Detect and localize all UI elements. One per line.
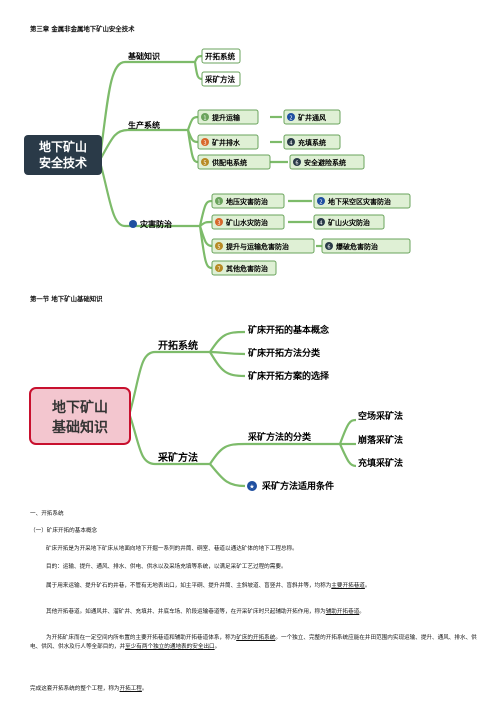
svg-text:1: 1 (217, 200, 220, 206)
paragraph-kaituo-system: 为开拓矿床而在一定空间内所布置的主要开拓巷道和辅助开拓巷道体系，称为矿床的开拓系… (30, 635, 477, 650)
svg-text:4: 4 (289, 141, 292, 147)
prod-item-2: 矿井通风 (298, 113, 326, 122)
production-items: 1 提升运输 2 矿井通风 3 矿井排水 4 充填系统 5 供配电系统 6 安全… (197, 109, 365, 170)
mindmap-safety-tech: 地下矿山 安全技术 基础知识 开拓系统 采矿方法 生产系统 1 提升运输 2 矿… (24, 48, 411, 276)
svg-text:1: 1 (203, 116, 206, 122)
svg-text:3: 3 (203, 141, 206, 147)
node-caikuang (201, 71, 241, 87)
caikuang-condition: 采矿方法适用条件 (261, 480, 334, 492)
heading-basic-concept: （一）矿床开拓的基本概念 (30, 528, 98, 534)
mindmap1-branches (98, 54, 322, 270)
chapter-title: 第三章 金属非金属地下矿山安全技术 (30, 25, 135, 33)
mindmap2-root (29, 387, 131, 445)
prod-item-4: 充填系统 (298, 138, 326, 147)
leaf-chongtian: 充填采矿法 (358, 457, 403, 469)
mindmap1-root-line1: 地下矿山 (39, 139, 87, 154)
condition-marker-icon (247, 481, 257, 491)
disaster-marker-icon (129, 220, 137, 228)
section-title: 第一节 地下矿山基础知识 (30, 295, 103, 303)
branch-basic-label: 基础知识 (127, 51, 160, 61)
prod-item-3: 矿井排水 (212, 138, 241, 147)
dis-item-1: 地压灾害防治 (226, 197, 268, 206)
svg-text:6: 6 (327, 245, 330, 251)
dis-item-2: 地下采空区灾害防治 (328, 197, 391, 206)
mindmap1-root (24, 135, 102, 175)
caikuang-fenlei: 采矿方法的分类 (247, 431, 312, 443)
branch-production-label: 生产系统 (128, 120, 160, 130)
kaituo-child-2: 矿床开拓方法分类 (248, 347, 321, 359)
mindmap2-root-line2: 基础知识 (52, 419, 108, 436)
prod-item-5: 供配电系统 (211, 158, 247, 167)
svg-text:6: 6 (295, 161, 298, 167)
svg-text:3: 3 (217, 221, 220, 227)
node-kaituo (201, 48, 241, 64)
kaituo-child-3: 矿床开拓方案的选择 (248, 370, 330, 382)
leaf-bengluo: 崩落采矿法 (358, 434, 403, 446)
svg-text:7: 7 (217, 267, 220, 273)
dis-item-4: 矿山火灾防治 (328, 218, 370, 227)
node-kaituo-label: 开拓系统 (205, 51, 235, 61)
dis-item-6: 爆破危害防治 (336, 242, 378, 251)
mindmap1-root-line2: 安全技术 (39, 155, 87, 170)
condition-star-icon: ★ (249, 484, 254, 491)
leaf-kongchang: 空场采矿法 (358, 410, 403, 422)
dis-item-7: 其他危害防治 (226, 264, 268, 273)
dis-item-3: 矿山水灾防治 (226, 218, 268, 227)
prod-item-1: 提升运输 (211, 113, 241, 122)
kaituo-child-1: 矿床开拓的基本概念 (248, 324, 329, 336)
svg-text:2: 2 (289, 116, 292, 122)
disaster-items: 1 地压灾害防治 2 地下采空区灾害防治 3 矿山水灾防治 4 矿山火灾防治 5… (211, 193, 411, 276)
dis-item-5: 提升与运输危害防治 (225, 242, 289, 251)
paragraph-kaituo-project: 完成这套开拓系统的整个工程，称为开拓工程。 (30, 686, 148, 692)
branch-disaster-label: 灾害防治 (140, 219, 172, 229)
svg-text:5: 5 (217, 245, 220, 251)
mindmap2-branches (128, 330, 357, 488)
caikuang-label: 采矿方法 (157, 451, 198, 464)
heading-kaituo-system: 一、开拓系统 (30, 511, 64, 517)
prod-item-6: 安全避险系统 (304, 158, 346, 167)
node-caikuang-label: 采矿方法 (204, 74, 235, 84)
svg-text:5: 5 (203, 161, 206, 167)
paragraph-main-roadway: 属于用来运输、提升矿石的井巷，不管有无地表出口，如主平硐、提升井筒、主斜坡道、盲… (46, 583, 371, 589)
svg-text:2: 2 (319, 200, 322, 206)
svg-text:4: 4 (319, 221, 322, 227)
paragraph-purpose: 目的：运输、提升、通风、排水、供电、供水以及采场充填等系统，以满足采矿工艺过程的… (46, 564, 287, 570)
mindmap-basic-knowledge: 地下矿山 基础知识 开拓系统 矿床开拓的基本概念 矿床开拓方法分类 矿床开拓方案… (29, 324, 403, 492)
kaituo-label: 开拓系统 (158, 339, 198, 352)
mindmap2-root-line1: 地下矿山 (52, 399, 108, 416)
paragraph-auxiliary-roadway: 其他开拓巷道。如通风井、溜矿井、充填井、井底车场、阶段运输巷道等，在开采矿床时只… (46, 609, 365, 615)
paragraph-definition: 矿床开拓是为开采地下矿床从地面向地下开掘一系列的井筒、硐室、巷道以通达矿体的地下… (46, 546, 298, 552)
